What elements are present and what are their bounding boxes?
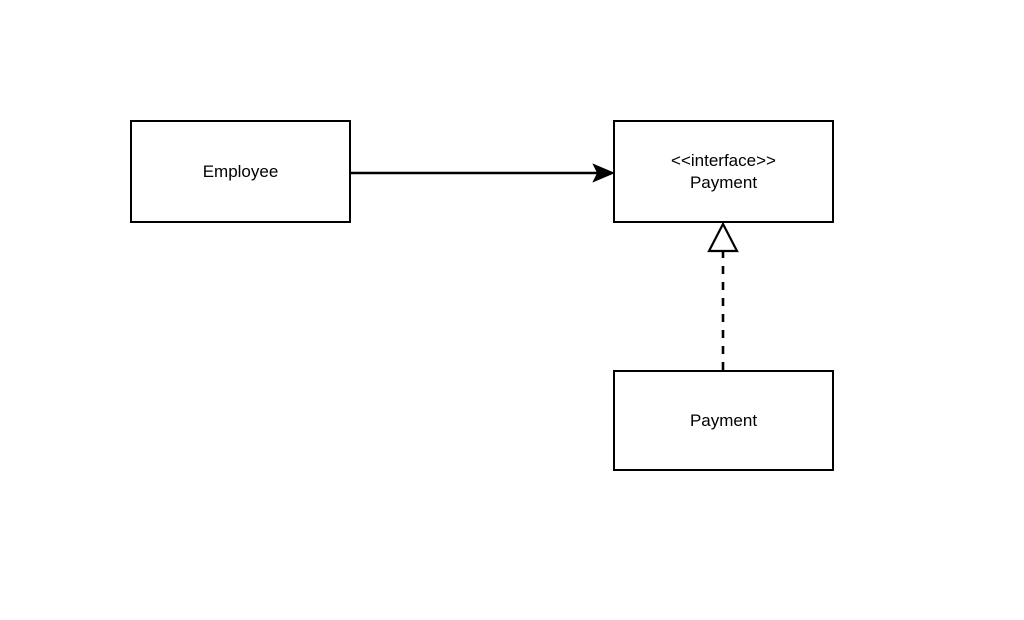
class-name-payment: Payment <box>689 410 758 430</box>
edge-payment-realizes-interface[interactable] <box>707 221 739 370</box>
edge-employee-to-interface[interactable] <box>351 163 616 183</box>
class-box-employee[interactable]: Employee <box>130 120 351 223</box>
hollow-triangle-icon <box>707 221 739 253</box>
interface-box-payment[interactable]: <<interface>> Payment <box>613 120 834 223</box>
stereotype-interface: <<interface>> <box>671 150 776 170</box>
class-box-payment[interactable]: Payment <box>613 370 834 471</box>
class-name-employee: Employee <box>202 161 279 181</box>
interface-name-payment: Payment <box>689 172 758 192</box>
filled-arrowhead-icon <box>592 163 616 183</box>
